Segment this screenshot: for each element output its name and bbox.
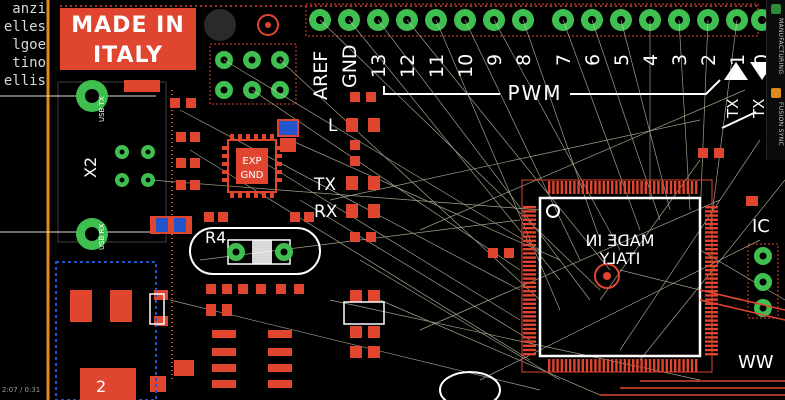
connector-label-x2: X2 <box>81 157 100 178</box>
name-item[interactable]: elles <box>3 19 46 35</box>
usb-connector <box>57 80 192 250</box>
name-item[interactable]: anzi <box>12 1 46 17</box>
mounting-hole <box>204 9 236 41</box>
icsp-header <box>215 51 289 99</box>
regulator-label: 2 <box>96 377 106 396</box>
led-label-l: L <box>328 116 338 136</box>
logo-line1: MADE IN <box>71 13 184 38</box>
pin-label-9: 9 <box>484 54 506 66</box>
small-silk-rect <box>149 293 165 325</box>
manufacturing-icon <box>771 4 781 14</box>
qfn-label-exp: EXP <box>242 156 261 167</box>
tab-fusion-sync[interactable]: FUSION SYNC <box>777 102 784 146</box>
tab-manufacturing[interactable]: MANUFACTURING <box>777 18 784 75</box>
pin-label-2: 2 <box>698 54 720 66</box>
pin-label-gnd: GND <box>339 44 361 88</box>
icsp-outline <box>209 43 297 105</box>
video-timestamp: 2:07 / 0:31 <box>2 386 41 394</box>
bottom-ellipse <box>439 371 501 400</box>
led-pads <box>346 92 380 358</box>
name-item[interactable]: lgoe <box>12 37 46 53</box>
main-microcontroller <box>521 179 718 373</box>
mirror-text-line2: ITALY <box>599 249 640 268</box>
tx-arrow-label: TX <box>724 99 742 119</box>
fiducial-center <box>265 22 271 28</box>
pwm-bracket-left <box>383 86 500 95</box>
usb-label-top: USB TX <box>98 96 106 122</box>
fiducial <box>257 14 279 36</box>
digital-header-pins <box>305 3 773 37</box>
regulator <box>70 290 136 400</box>
blue-capacitor-1 <box>277 119 299 137</box>
logo-box <box>60 8 196 70</box>
pin-label-10: 10 <box>455 54 477 78</box>
pin-label-4: 4 <box>640 54 662 66</box>
qfn-chip <box>222 134 282 198</box>
fusion-sync-icon <box>771 88 781 98</box>
mirror-text-line1: MADE IN <box>586 231 655 250</box>
pin-label-6: 6 <box>582 54 604 66</box>
right-side-panel: MANUFACTURING FUSION SYNC <box>766 0 785 160</box>
dashed-region-blue <box>55 261 157 400</box>
mirrored-logo: MADE IN ITALY <box>586 231 655 268</box>
ic-label: IC <box>752 216 770 237</box>
crystal-r4 <box>189 227 321 275</box>
pin-label-5: 5 <box>611 54 633 66</box>
component-outline <box>343 301 385 325</box>
ww-label: WW <box>738 352 774 373</box>
pad-cluster-a <box>280 138 296 152</box>
pwm-label: PWM <box>507 81 562 105</box>
bottom-right-traces <box>600 289 785 396</box>
usb-label-bottom: USB RX <box>98 224 106 250</box>
name-item[interactable]: ellis <box>3 73 46 89</box>
pin-label-1: 1 <box>727 54 749 66</box>
led-label-rx: RX <box>314 202 338 222</box>
pin-label-3: 3 <box>669 54 691 66</box>
tx-right-label: TX <box>750 99 768 119</box>
name-item[interactable]: tino <box>12 55 46 71</box>
qfn-label-gnd: GND <box>241 170 264 181</box>
pin-label-8: 8 <box>513 54 535 66</box>
label-r4: R4 <box>205 228 226 247</box>
pwm-bracket-right <box>570 79 721 95</box>
pin-label-7: 7 <box>553 54 575 66</box>
smd-pads <box>150 98 758 392</box>
pin-label-aref: AREF <box>310 51 332 100</box>
left-name-list: anzi elles lgoe tino ellis <box>0 0 46 90</box>
logo-line2: ITALY <box>93 43 163 68</box>
led-label-tx: TX <box>313 175 336 195</box>
pin-label-12: 12 <box>397 54 419 78</box>
silk-diagonal <box>721 111 757 129</box>
pin-label-11: 11 <box>426 54 448 78</box>
